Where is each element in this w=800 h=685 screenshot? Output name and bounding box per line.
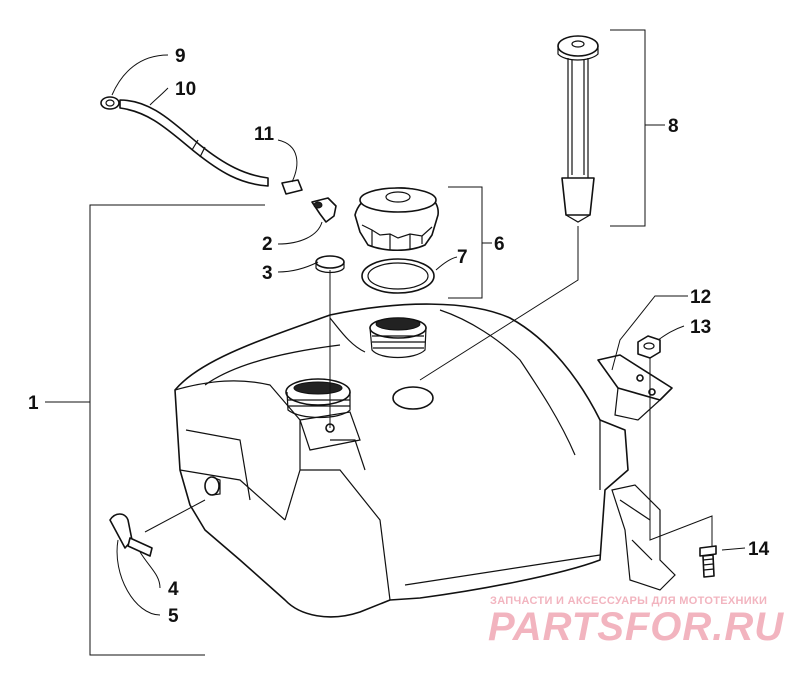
callout-1: 1 bbox=[28, 393, 39, 414]
grommet bbox=[315, 255, 345, 274]
callout-4: 4 bbox=[168, 579, 179, 600]
callout-6: 6 bbox=[494, 234, 505, 255]
watermark-logo: PARTSFOR.RU bbox=[488, 605, 784, 649]
callout-3: 3 bbox=[262, 263, 273, 284]
callout-14: 14 bbox=[748, 539, 770, 560]
callout-11: 11 bbox=[254, 124, 275, 145]
fuel-tank bbox=[174, 303, 629, 618]
flange-bolt bbox=[699, 545, 717, 578]
fuel-cap bbox=[354, 187, 439, 252]
callout-5: 5 bbox=[168, 606, 179, 627]
callout-10: 10 bbox=[175, 79, 196, 100]
vent-hose bbox=[119, 99, 269, 187]
lower-bracket bbox=[611, 484, 676, 591]
vent-fitting bbox=[311, 197, 337, 223]
callout-numbers: 1 2 3 4 5 6 7 8 9 10 11 12 13 14 bbox=[28, 46, 770, 627]
callout-7: 7 bbox=[457, 247, 468, 268]
watermark-tagline: ЗАПЧАСТИ И АКСЕССУАРЫ ДЛЯ МОТОТЕХНИКИ bbox=[490, 595, 767, 607]
mounting-bracket bbox=[597, 354, 673, 421]
fuel-gauge-sender bbox=[557, 35, 599, 223]
callout-12: 12 bbox=[690, 287, 711, 308]
callout-2: 2 bbox=[262, 234, 273, 255]
callout-9: 9 bbox=[175, 46, 186, 67]
o-ring bbox=[361, 258, 435, 294]
drain-fitting bbox=[109, 513, 153, 557]
flange-nut bbox=[637, 335, 661, 359]
hose-clamp bbox=[281, 179, 303, 195]
callout-8: 8 bbox=[668, 116, 679, 137]
callout-13: 13 bbox=[690, 317, 711, 338]
hose-clip bbox=[100, 96, 120, 110]
leader-lines bbox=[45, 29, 746, 656]
watermark: ЗАПЧАСТИ И АКСЕССУАРЫ ДЛЯ МОТОТЕХНИКИ PA… bbox=[488, 595, 784, 649]
